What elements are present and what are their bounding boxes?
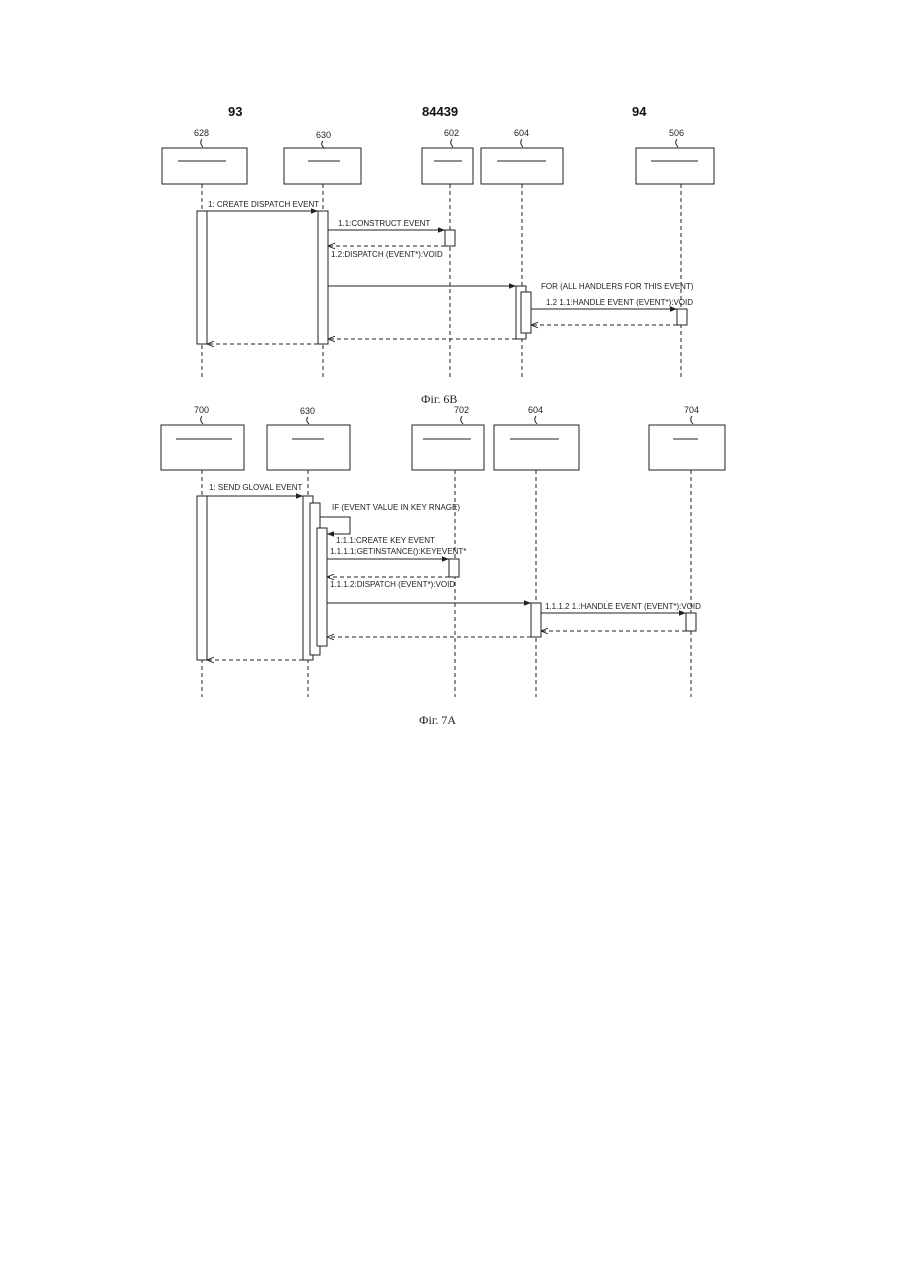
ref-630b: 630 bbox=[300, 406, 315, 416]
activation-704 bbox=[686, 613, 696, 631]
label-create-dispatch-event: 1: CREATE DISPATCH EVENT bbox=[208, 200, 319, 209]
object-box-704 bbox=[649, 425, 725, 470]
label-dispatch-void: 1.2:DISPATCH (EVENT*):VOID bbox=[331, 250, 443, 259]
object-box-700 bbox=[161, 425, 244, 470]
ref-604: 604 bbox=[514, 128, 529, 138]
object-box-702 bbox=[412, 425, 484, 470]
ref-506: 506 bbox=[669, 128, 684, 138]
caption-fig-6b: Фіг. 6В bbox=[421, 392, 457, 407]
ref-630: 630 bbox=[316, 130, 331, 140]
activation-604b bbox=[531, 603, 541, 637]
caption-fig-7a: Фіг. 7А bbox=[419, 713, 456, 728]
object-box-506 bbox=[636, 148, 714, 184]
ref-604b: 604 bbox=[528, 405, 543, 415]
figure-7a: 700 630 702 604 704 bbox=[161, 405, 725, 697]
activation-630 bbox=[318, 211, 328, 344]
activation-602 bbox=[445, 230, 455, 246]
label-construct-event: 1.1:CONSTRUCT EVENT bbox=[338, 219, 430, 228]
ref-700: 700 bbox=[194, 405, 209, 415]
label-loop-all-handlers: FOR (ALL HANDLERS FOR THIS EVENT) bbox=[541, 282, 694, 291]
figure-6b: 628 630 602 604 506 bbox=[162, 128, 714, 378]
activation-628 bbox=[197, 211, 207, 344]
activation-506 bbox=[677, 309, 687, 325]
label-handle-event: 1.2 1.1:HANDLE EVENT (EVENT*):VOID bbox=[546, 298, 693, 307]
label-send-gloval-event: 1: SEND GLOVAL EVENT bbox=[209, 483, 302, 492]
ref-704: 704 bbox=[684, 405, 699, 415]
label-handle-event-7a: 1.1.1.2 1.:HANDLE EVENT (EVENT*):VOID bbox=[545, 602, 701, 611]
label-create-key-event: 1.1.1:CREATE KEY EVENT bbox=[336, 536, 435, 545]
object-box-630b bbox=[267, 425, 350, 470]
activation-700 bbox=[197, 496, 207, 660]
ref-602: 602 bbox=[444, 128, 459, 138]
object-box-604 bbox=[481, 148, 563, 184]
activation-604-nested bbox=[521, 292, 531, 333]
object-box-630 bbox=[284, 148, 361, 184]
label-getinstance: 1.1.1.1:GETINSTANCE():KEYEVENT* bbox=[330, 547, 466, 556]
ref-628: 628 bbox=[194, 128, 209, 138]
activation-630b-nested-2 bbox=[317, 528, 327, 646]
label-dispatch-void-7a: 1.1.1.2:DISPATCH (EVENT*):VOID bbox=[330, 580, 455, 589]
label-condition: IF (EVENT VALUE IN KEY RNAGE) bbox=[332, 503, 460, 512]
object-box-602 bbox=[422, 148, 473, 184]
activation-702 bbox=[449, 559, 459, 577]
object-box-604b bbox=[494, 425, 579, 470]
object-box-628 bbox=[162, 148, 247, 184]
